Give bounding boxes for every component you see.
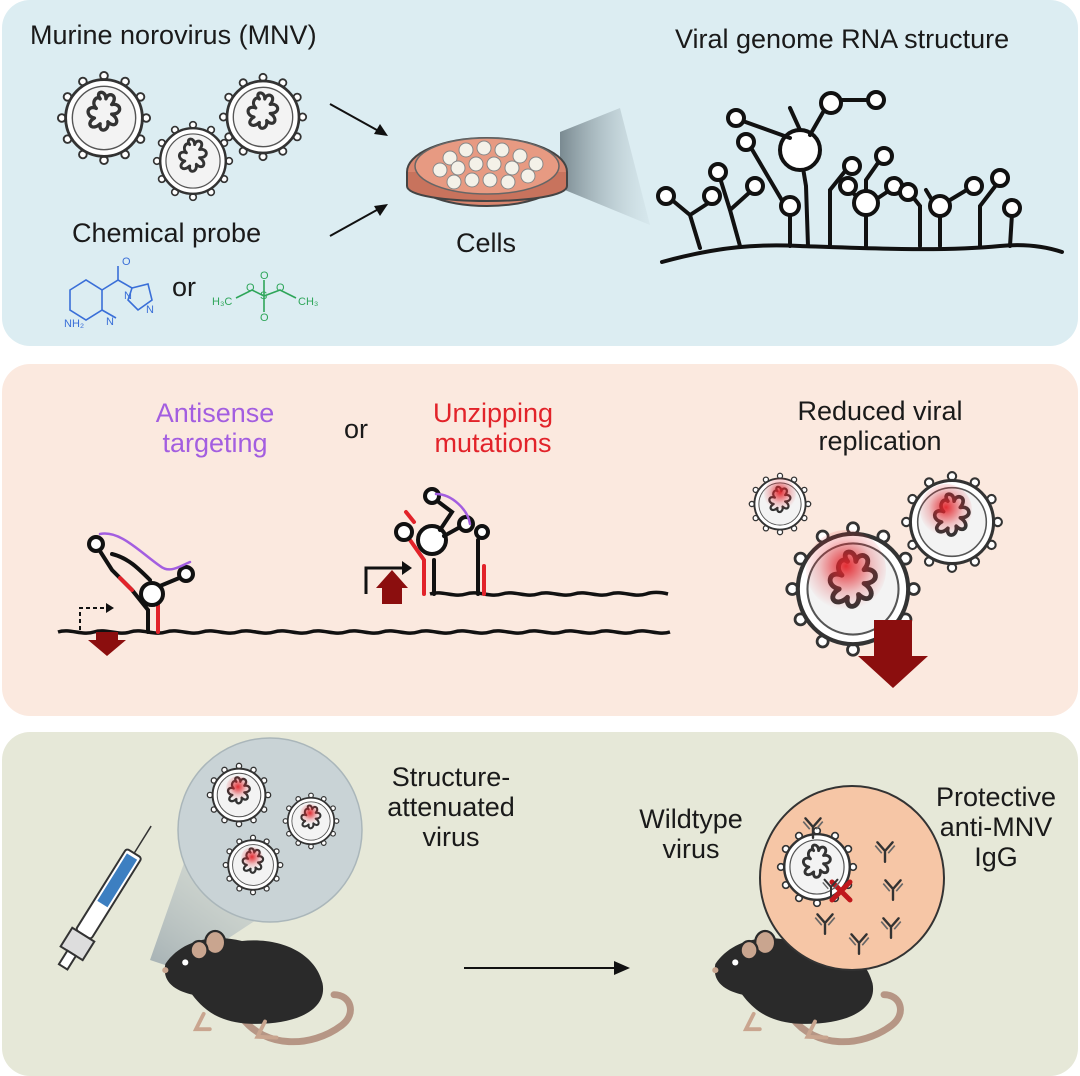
down-arrow-small	[88, 632, 126, 656]
chem-oxygen-1: O	[122, 256, 131, 268]
probe-label: Chemical probe	[72, 218, 262, 248]
start-codon-left	[79, 603, 126, 656]
arrow-virus-to-cells	[329, 103, 385, 135]
chem-oxygen-4: O	[260, 312, 269, 324]
probe-molecule-1	[69, 266, 153, 321]
up-arrow-small	[376, 570, 408, 604]
reduced-replication-label: Reduced viral replication	[797, 396, 963, 456]
culture-dish	[406, 137, 568, 207]
chem-sulfur: S	[260, 290, 268, 302]
antisense-label: Antisense targeting	[155, 398, 275, 458]
chem-methyl-right: CH₃	[298, 296, 319, 308]
syringe	[57, 825, 152, 971]
chem-oxygen-2: O	[246, 282, 255, 294]
stem-loop-left	[87, 532, 195, 634]
virus-label: Murine norovirus (MNV)	[30, 20, 317, 50]
chem-oxygen-5: O	[276, 282, 285, 294]
reduced-virus-cluster	[748, 470, 1004, 688]
rna-structure-label: Viral genome RNA structure	[675, 24, 1010, 54]
or-label-middle: or	[344, 414, 369, 444]
chem-nitrogen-2: N	[124, 290, 132, 302]
protective-igg-label: Protective anti-MNV IgG	[935, 782, 1057, 872]
cells-label: Cells	[456, 228, 517, 258]
chem-methyl-left: H₃C	[212, 296, 233, 308]
probe-molecule-2	[235, 280, 297, 312]
stem-loop-center	[394, 487, 490, 596]
chem-nitrogen-3: N	[146, 304, 154, 316]
unzipping-label: Unzipping mutations	[432, 398, 554, 458]
arrow-probe-to-cells	[329, 205, 385, 237]
neutralized-x-icon	[829, 879, 853, 903]
chem-nitrogen-1: N	[106, 316, 114, 328]
start-codon-center	[364, 561, 412, 604]
zoom-bubble-attenuated	[177, 737, 363, 923]
chem-amine: NH₂	[64, 318, 85, 330]
down-arrow-large	[858, 620, 928, 688]
rna-structure	[656, 90, 1064, 264]
genome-strand	[57, 590, 671, 635]
zoom-beam	[560, 108, 650, 225]
chem-oxygen-3: O	[260, 270, 269, 282]
wildtype-virus-label: Wildtype virus	[639, 804, 743, 864]
or-label-top: or	[172, 272, 197, 302]
mouse-vaccinated	[162, 931, 350, 1042]
attenuated-virus-label: Structure- attenuated virus	[387, 762, 515, 852]
